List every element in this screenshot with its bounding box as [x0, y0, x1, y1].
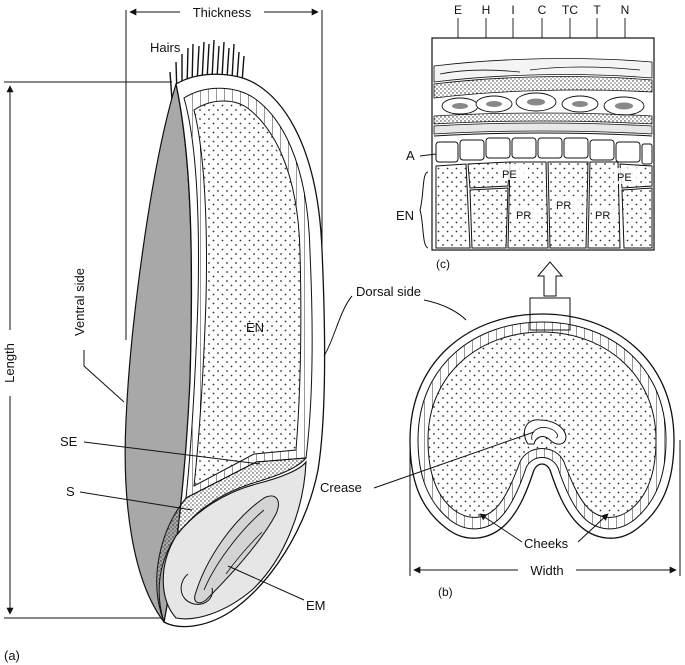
endosperm-label-c: EN — [396, 208, 414, 223]
cheeks-label: Cheeks — [524, 536, 569, 551]
panel-c-bran-detail: E H I C TC T N — [396, 3, 655, 271]
sample-box — [529, 297, 571, 331]
aleurone-cells — [435, 137, 653, 165]
pr-label-2: PR — [556, 200, 571, 212]
cheeks-leader-left — [479, 513, 523, 543]
pe-left-label: PE — [502, 169, 517, 181]
em-leader — [227, 565, 305, 601]
panel-a-label: (a) — [4, 648, 20, 663]
embryonic-axis — [194, 495, 279, 604]
endosperm-label-a: EN — [246, 320, 264, 335]
panel-c-label: (c) — [436, 257, 450, 271]
layer-t-label: T — [593, 3, 601, 17]
length-dimension: Length — [2, 81, 172, 619]
endosperm-brace — [419, 171, 429, 249]
nucellar-layer — [433, 132, 653, 137]
epidermis — [433, 58, 653, 83]
s-label: S — [66, 484, 75, 499]
tube-cells — [433, 112, 653, 125]
aleurone-label: A — [406, 148, 415, 163]
endosperm-cells — [435, 161, 653, 249]
layer-c-label: C — [538, 3, 547, 17]
hairs-label: Hairs — [150, 40, 181, 55]
crease-label: Crease — [320, 480, 362, 495]
layer-i-label: I — [511, 3, 514, 17]
crease-pocket — [524, 419, 567, 445]
layer-e-label: E — [454, 3, 462, 17]
pr-label-1: PR — [516, 210, 531, 222]
dorsal-side-leader-a — [323, 295, 353, 357]
crease-leader — [373, 431, 535, 489]
dorsal-side-label: Dorsal side — [356, 284, 421, 299]
width-label: Width — [530, 563, 563, 578]
intermediate-layer — [433, 76, 653, 99]
thickness-label: Thickness — [193, 5, 252, 20]
s-leader — [79, 491, 193, 511]
panel-a-longitudinal-section: Thickness Length Hai — [2, 4, 353, 663]
ventral-side-leader — [83, 350, 125, 403]
pr-label-3: PR — [595, 210, 610, 222]
layer-n-label: N — [621, 3, 630, 17]
dorsal-side-leader-b — [423, 299, 467, 321]
thickness-dimension: Thickness — [125, 4, 323, 345]
se-leader — [83, 441, 261, 465]
layer-tc-label: TC — [562, 3, 578, 17]
layer-h-label: H — [482, 3, 491, 17]
cheeks-leader-right — [577, 513, 609, 543]
zoom-arrow — [536, 261, 564, 297]
panel-b-label: (b) — [438, 585, 453, 599]
seed-coat — [433, 122, 653, 135]
panel-b-cross-section: Dorsal side Crease Cheeks Width (b) — [320, 261, 681, 599]
se-label: SE — [60, 434, 78, 449]
em-label: EM — [306, 598, 326, 613]
pe-right-label: PE — [617, 172, 632, 184]
length-label: Length — [2, 343, 17, 383]
kernel-longitudinal — [124, 73, 326, 628]
ventral-side-label: Ventral side — [72, 268, 87, 336]
